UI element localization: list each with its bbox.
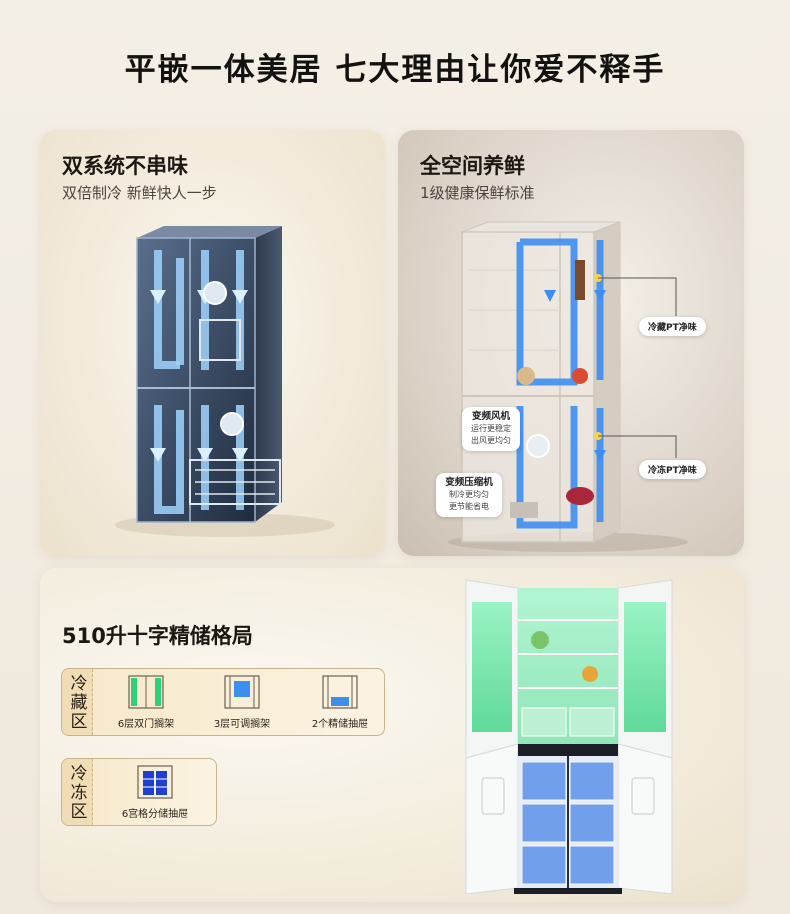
- page-title: 平嵌一体美居 七大理由让你爱不释手: [124, 52, 666, 88]
- dual-system-title: 双系统不串味: [62, 154, 188, 178]
- fan-callout: 变频风机 运行更稳定 出风更均匀: [462, 407, 520, 451]
- full-space-subtitle: 1级健康保鲜标准: [420, 184, 535, 202]
- freezer-zone-label: 冷冻区: [62, 759, 93, 825]
- freezer-pt-callout: 冷冻PT净味: [639, 460, 706, 479]
- full-space-fridge-illustration: [448, 221, 688, 552]
- dual-system-fridge-illustration: [115, 226, 335, 537]
- dual-system-subtitle: 双倍制冷 新鲜快人一步: [62, 184, 217, 202]
- feature-adjustable-shelves-label: 3层可调搁架: [213, 719, 271, 730]
- full-space-title: 全空间养鲜: [420, 154, 525, 178]
- fridge-zone-label: 冷藏区: [62, 669, 93, 735]
- compressor-callout-title: 变频压缩机: [445, 477, 493, 488]
- fan-callout-title: 变频风机: [471, 411, 510, 422]
- full-space-card: 全空间养鲜 1级健康保鲜标准: [398, 130, 744, 556]
- freezer-zone-panel: 冷冻区 6宫格分储抽屉: [61, 758, 217, 826]
- feature-grid-drawers: 6宫格分储抽屉: [100, 765, 210, 820]
- storage-layout-title: 510升十字精储格局: [62, 624, 253, 648]
- feature-fresh-drawers: 2个精储抽屉: [300, 675, 380, 730]
- feature-door-shelves: 6层双门搁架: [106, 675, 186, 730]
- open-fridge-illustration: [465, 579, 673, 895]
- fridge-pt-callout: 冷藏PT净味: [639, 317, 706, 336]
- fan-callout-line2: 出风更均匀: [471, 436, 511, 445]
- feature-adjustable-shelves: 3层可调搁架: [202, 675, 282, 730]
- compressor-callout-line2: 更节能省电: [449, 502, 489, 511]
- storage-layout-card: 510升十字精储格局 冷藏区 6层双门搁架: [40, 568, 744, 902]
- compressor-callout-line1: 制冷更均匀: [449, 490, 489, 499]
- feature-door-shelves-label: 6层双门搁架: [117, 719, 175, 730]
- dual-system-card: 双系统不串味 双倍制冷 新鲜快人一步: [40, 130, 385, 556]
- grid-drawers-icon: [137, 765, 173, 799]
- adjustable-shelves-icon: [224, 675, 260, 709]
- fresh-drawers-icon: [322, 675, 358, 709]
- compressor-callout: 变频压缩机 制冷更均匀 更节能省电: [436, 473, 502, 517]
- feature-grid-drawers-label: 6宫格分储抽屉: [121, 809, 189, 820]
- feature-fresh-drawers-label: 2个精储抽屉: [311, 719, 369, 730]
- fridge-zone-panel: 冷藏区 6层双门搁架 3层可调搁架: [61, 668, 385, 736]
- fan-callout-line1: 运行更稳定: [471, 424, 511, 433]
- door-shelves-icon: [128, 675, 164, 709]
